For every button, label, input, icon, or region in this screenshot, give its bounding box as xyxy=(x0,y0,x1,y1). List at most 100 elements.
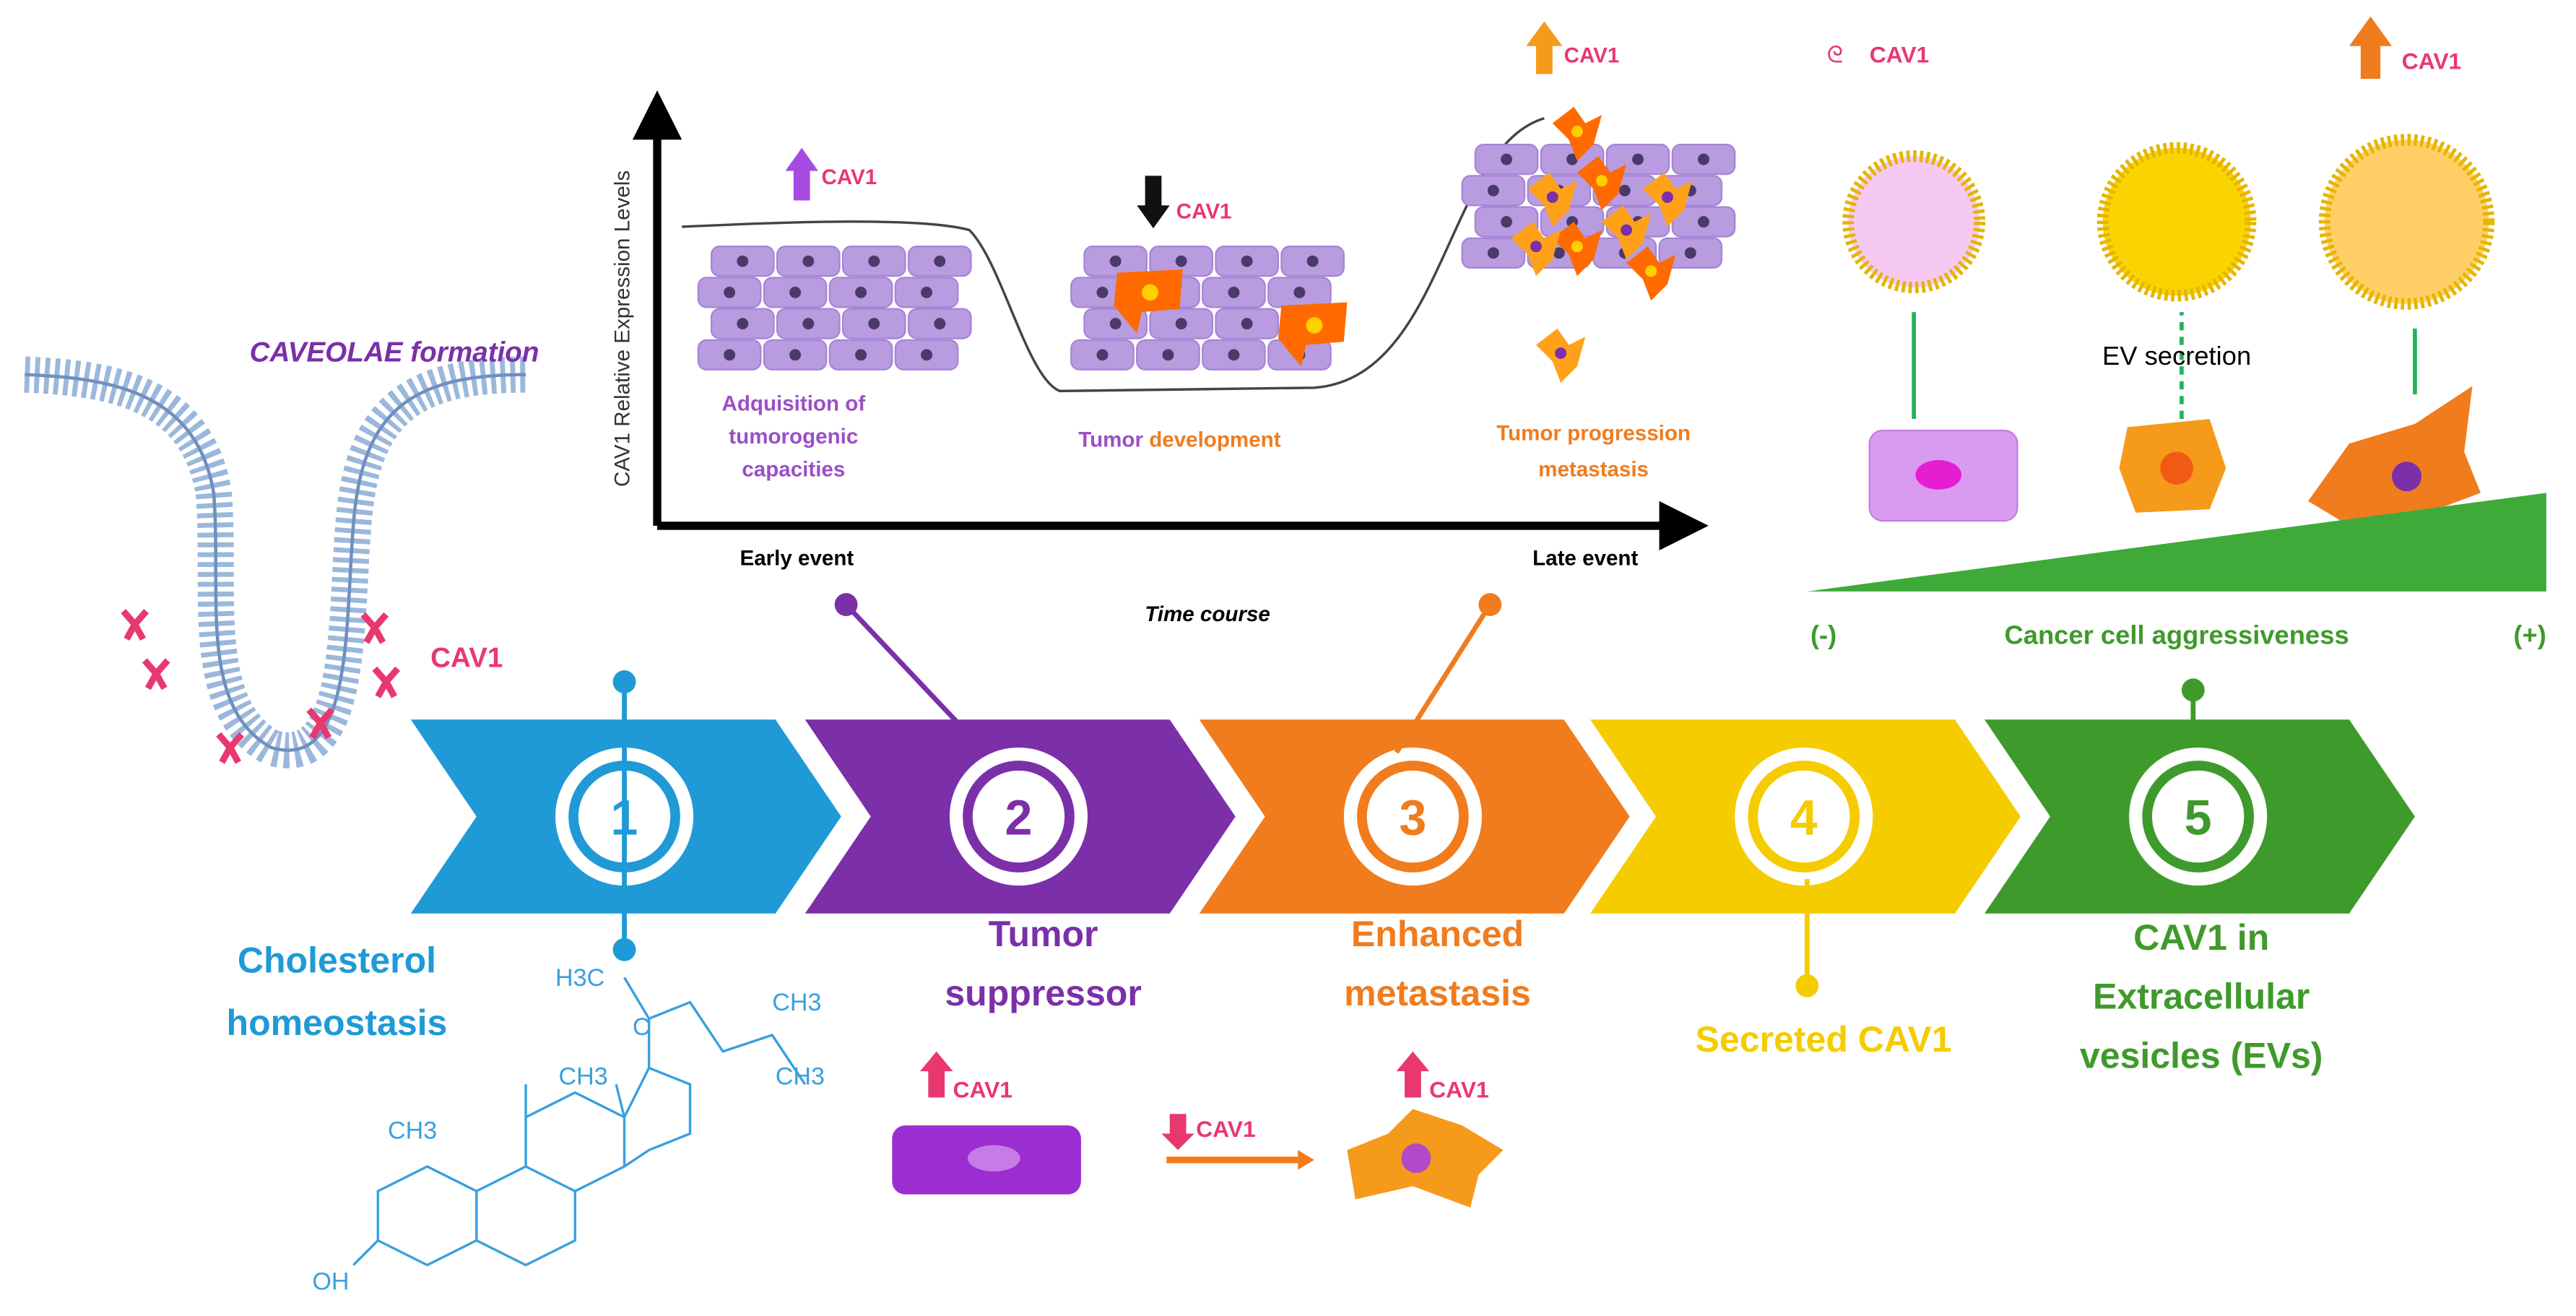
cell-nucleus xyxy=(1632,153,1644,165)
stage1-label: Adquisition of tumorogenic capacities xyxy=(721,392,865,482)
down-arrow-icon xyxy=(1137,176,1170,229)
cell-nucleus xyxy=(1162,349,1174,361)
cell-nucleus xyxy=(1293,286,1306,298)
cell-nucleus xyxy=(868,255,880,267)
tumor-cell xyxy=(1278,302,1348,367)
aggressiveness-label: Cancer cell aggressiveness xyxy=(2004,620,2349,650)
cell-nucleus xyxy=(737,255,749,267)
label-2-line1: Tumor xyxy=(989,914,1098,954)
caveolae-membrane xyxy=(24,356,526,769)
cell-nucleus xyxy=(1618,184,1631,196)
vesicle-1 xyxy=(1842,150,1986,294)
ch3-label: CH3 xyxy=(776,1062,825,1090)
cell-nucleus xyxy=(1553,247,1565,259)
label-5-line1: CAV1 in xyxy=(2133,917,2269,958)
cell-nucleus xyxy=(868,318,880,330)
cell-nucleus xyxy=(724,286,736,298)
cell-nucleus xyxy=(1698,153,1709,165)
cell-nucleus xyxy=(1175,255,1187,267)
cav1-ribbon-icon xyxy=(216,732,244,764)
cell-nucleus xyxy=(802,255,815,267)
cav1-ribbon-icon xyxy=(121,609,149,641)
ev-cav1-marker: CAV1 xyxy=(2402,48,2462,74)
cell-nucleus xyxy=(789,286,802,298)
stage2-word2: development xyxy=(1149,428,1280,452)
cell-nucleus xyxy=(1109,255,1122,267)
cell-nucleus xyxy=(737,318,749,330)
ev-legend-cav1: CAV1 xyxy=(1870,41,1930,67)
step-number-3: 3 xyxy=(1399,791,1426,846)
vesicle-3 xyxy=(2318,134,2495,310)
timeline: 12345 xyxy=(410,719,2415,914)
c-label: C xyxy=(633,1013,651,1041)
timeline-pins xyxy=(612,593,2205,997)
stage1-line3: capacities xyxy=(742,458,845,482)
y-axis-label: CAV1 Relative Expression Levels xyxy=(610,170,634,487)
cholesterol-labels: H3C C CH3 CH3 CH3 CH3 OH xyxy=(312,964,825,1296)
up-arrow-icon xyxy=(1396,1051,1430,1098)
down-arrow-icon xyxy=(1161,1114,1194,1151)
cell-nucleus xyxy=(1487,247,1499,259)
cell-nucleus xyxy=(1241,255,1253,267)
label-1-line1: Cholesterol xyxy=(238,940,436,981)
up-arrow-icon xyxy=(785,147,818,201)
step-number-4: 4 xyxy=(1790,791,1818,846)
cholesterol-structure xyxy=(352,977,807,1267)
late-event-label: Late event xyxy=(1532,546,1638,570)
cell-nucleus xyxy=(1175,318,1187,330)
stage1-cav1: CAV1 xyxy=(821,165,877,189)
epithelial-cell-clusters xyxy=(697,106,1736,383)
label-1-line2: homeostasis xyxy=(227,1003,448,1043)
aggressiveness-scale: (-) Cancer cell aggressiveness (+) xyxy=(1810,620,2546,650)
early-event-label: Early event xyxy=(740,546,854,570)
minus-label: (-) xyxy=(1810,620,1836,650)
caveolae-cav1-label: CAV1 xyxy=(430,643,503,674)
ch3-label: CH3 xyxy=(772,989,821,1016)
cell-nucleus xyxy=(934,255,946,267)
ribbon-icon: ᘓ xyxy=(1827,41,1843,67)
label-3-line1: Enhanced xyxy=(1351,914,1524,954)
stage1-line2: tumorogenic xyxy=(729,425,858,449)
cell-nucleus xyxy=(1501,216,1512,228)
stage3-label: Tumor progression metastasis xyxy=(1496,422,1691,482)
cell-nucleus xyxy=(789,349,802,361)
label-5-line3: vesicles (EVs) xyxy=(2080,1036,2323,1076)
cell-nucleus xyxy=(921,286,933,298)
cav1-ribbon-icon xyxy=(142,658,170,691)
secretion-arrows xyxy=(1912,312,2417,420)
cav1-ribbon-icons xyxy=(121,609,401,764)
tumor-cell xyxy=(1114,269,1183,334)
cell-nucleus xyxy=(1698,216,1709,228)
ch3-label: CH3 xyxy=(559,1062,608,1090)
oh-label: OH xyxy=(312,1268,349,1296)
label-3-line2: metastasis xyxy=(1344,973,1531,1013)
cell-nucleus xyxy=(1241,318,1253,330)
stage2-cav1: CAV1 xyxy=(1176,200,1232,224)
timeline-labels: Cholesterol homeostasis Tumor suppressor… xyxy=(227,914,2323,1075)
cell-nucleus xyxy=(1306,255,1319,267)
label-4-line1: Secreted CAV1 xyxy=(1696,1019,1952,1060)
vesicle-2 xyxy=(2096,142,2257,302)
label-5-line2: Extracellular xyxy=(2093,977,2310,1017)
cell-nucleus xyxy=(1096,349,1109,361)
up-arrow-icon xyxy=(919,1051,953,1098)
orange-cell-cav1: CAV1 xyxy=(1429,1076,1489,1102)
extracellular-vesicles xyxy=(1842,134,2495,310)
aggressive-cell xyxy=(2308,386,2481,526)
plus-label: (+) xyxy=(2513,620,2546,650)
stage3-line2: metastasis xyxy=(1538,458,1649,482)
step-number-2: 2 xyxy=(1005,791,1032,846)
cell-nucleus xyxy=(802,318,815,330)
cell-nucleus xyxy=(1684,247,1696,259)
up-arrow-icon xyxy=(2349,16,2393,79)
time-course-label: Time course xyxy=(1145,602,1270,626)
cell-nucleus xyxy=(724,349,736,361)
ch3-label: CH3 xyxy=(388,1117,437,1144)
cav1-ribbon-icon xyxy=(306,707,335,740)
ev-secretion-label: EV secretion xyxy=(2102,341,2251,371)
cell-nucleus xyxy=(1109,318,1122,330)
cell-nucleus xyxy=(1487,184,1499,196)
expression-curve xyxy=(682,117,1545,393)
